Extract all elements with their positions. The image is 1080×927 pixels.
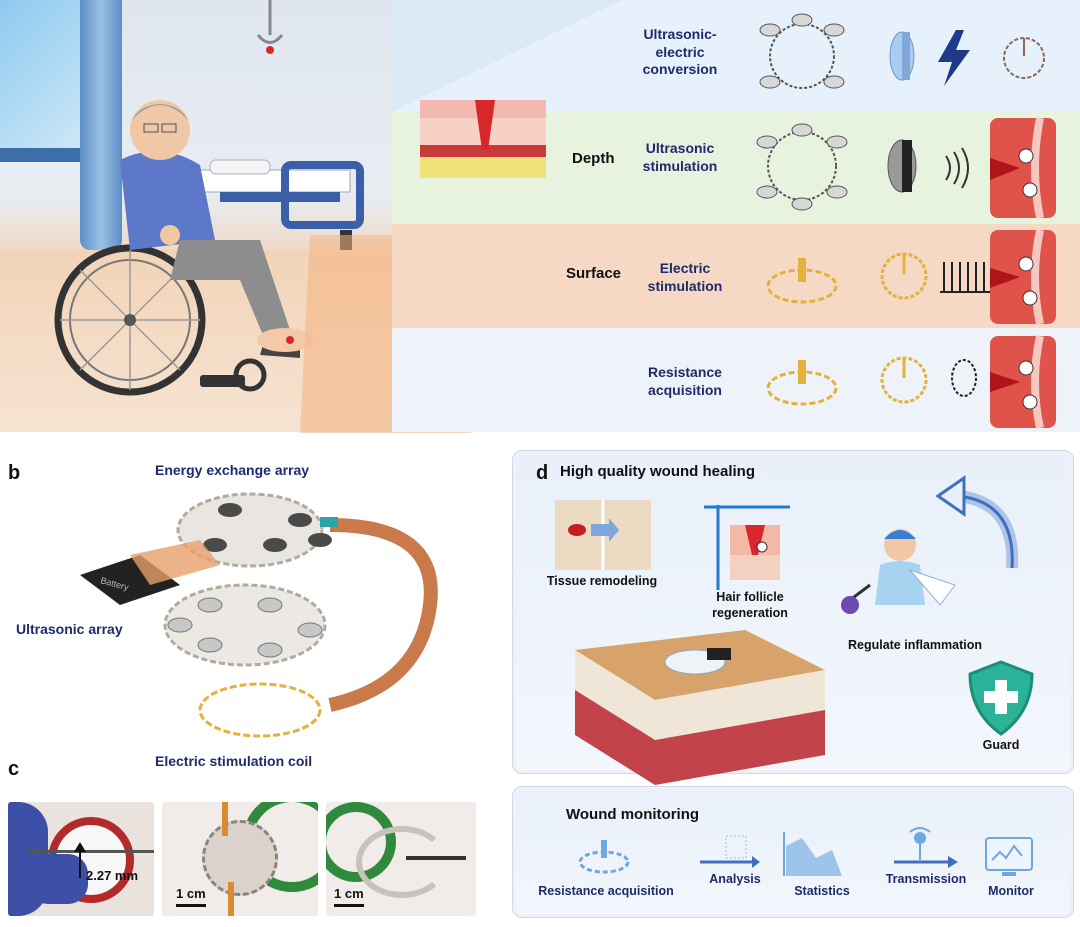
scale-bar-2 xyxy=(334,904,364,907)
lightning-icon xyxy=(938,30,970,86)
wound-healing-title: High quality wound healing xyxy=(560,463,755,480)
pipeline-statistics: Statistics xyxy=(794,884,850,898)
label-electric-stimulation: Electric stimulation xyxy=(647,260,723,294)
curtain xyxy=(80,0,122,250)
label-ultrasonic-electric-conversion: Ultrasonic- electric conversion xyxy=(642,26,718,77)
coil-icon-brown xyxy=(1003,37,1045,79)
curved-arrow-icon xyxy=(935,475,1019,569)
scale-bar-1 xyxy=(176,904,206,907)
pipeline-transmission: Transmission xyxy=(885,872,967,886)
pulse-train-icon xyxy=(940,262,992,293)
skin-depth-inset xyxy=(420,100,546,178)
label-resistance-acquisition: Resistance acquisition xyxy=(648,364,722,398)
array-ring-icon-conversion xyxy=(759,13,845,89)
panel-c-letter: c xyxy=(8,758,20,780)
panel-d-letter: d xyxy=(536,462,549,484)
row-resistance-acquisition xyxy=(392,328,1080,432)
pipeline-monitor: Monitor xyxy=(988,884,1034,898)
electric-stimulation-coil-label: Electric stimulation coil xyxy=(155,753,313,769)
patient-foot-wound xyxy=(257,328,313,352)
impedance-loop-icon xyxy=(951,359,977,397)
wound-monitoring-title: Wound monitoring xyxy=(566,806,700,823)
analysis-arrow-icon xyxy=(700,835,760,868)
regulate-inflammation-label: Regulate inflammation xyxy=(847,638,983,652)
iv-hook xyxy=(256,0,284,54)
resistance-coil-icon xyxy=(578,840,630,874)
hair-follicle-crane-icon xyxy=(704,505,790,590)
hair-follicle-label: Hair follicle regeneration xyxy=(712,590,788,620)
photo-device-flexed xyxy=(326,802,476,916)
piezo-disk-blue-icon xyxy=(889,31,915,81)
sheet-triangle xyxy=(392,0,622,112)
device-exploded-view: Battery xyxy=(80,492,438,738)
photo-device-top xyxy=(162,802,318,916)
piezo-disk-steel-icon xyxy=(887,139,917,193)
sound-wave-icon xyxy=(945,147,969,189)
wound-tissue-icon-stimulation xyxy=(990,117,1056,219)
thickness-arrow xyxy=(74,842,86,878)
pipeline-resistance-acquisition: Resistance acquisition xyxy=(538,884,674,898)
label-ultrasonic-stimulation: Ultrasonic stimulation xyxy=(642,140,718,174)
doctor-inflammation-icon xyxy=(841,529,956,614)
panel-b-letter: b xyxy=(8,462,21,484)
array-ring-icon-stimulation xyxy=(756,123,848,211)
thickness-value: 2.27 mm xyxy=(86,868,139,883)
statistics-chart-icon xyxy=(783,832,842,876)
label-surface: Surface xyxy=(566,265,622,282)
wound-tissue-icon-electric xyxy=(990,229,1056,325)
pipeline-analysis: Analysis xyxy=(709,872,761,886)
transmission-antenna-icon xyxy=(894,827,958,868)
monitor-screen-icon xyxy=(985,837,1033,876)
label-depth: Depth xyxy=(572,150,615,167)
energy-exchange-array-label: Energy exchange array xyxy=(155,462,310,478)
gold-coil-icon-electric xyxy=(766,258,838,304)
tissue-remodeling-label: Tissue remodeling xyxy=(546,574,658,588)
wound-tissue-icon-resistance xyxy=(990,335,1056,429)
ultrasonic-array-label: Ultrasonic array xyxy=(16,621,123,637)
skin-block-with-device xyxy=(575,630,825,785)
gold-coil-ring-icon-electric xyxy=(880,252,928,300)
guard-shield-icon xyxy=(968,660,1034,736)
tissue-remodeling-icon xyxy=(555,500,651,570)
guard-label: Guard xyxy=(982,738,1020,752)
scale-label-2: 1 cm xyxy=(334,886,364,901)
gold-coil-icon-resistance xyxy=(766,360,838,406)
scale-label-1: 1 cm xyxy=(176,886,206,901)
row-electric-stimulation xyxy=(392,224,1080,328)
gold-coil-ring-icon-resistance xyxy=(880,356,928,404)
